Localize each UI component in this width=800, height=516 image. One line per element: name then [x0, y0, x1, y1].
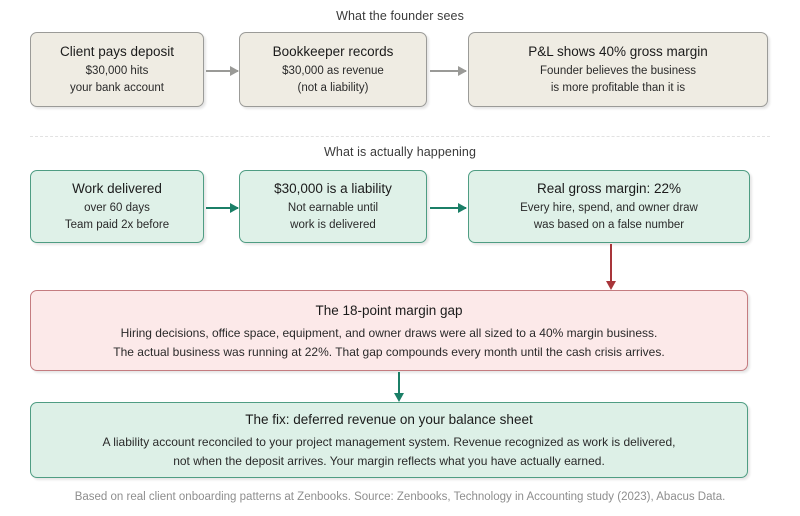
box-subline-1: over 60 days: [84, 202, 150, 214]
arrow-shaft: [610, 244, 612, 282]
arrow-head-icon: [606, 281, 616, 290]
box-headline: Bookkeeper records: [272, 44, 394, 59]
box-margin-gap: The 18-point margin gap Hiring decisions…: [30, 290, 748, 371]
box-subline-2: (not a liability): [297, 82, 369, 94]
box-client-pays-deposit: Client pays deposit $30,000 hits your ba…: [30, 32, 204, 107]
box-headline: Work delivered: [72, 181, 162, 196]
box-subline-2: is more profitable than it is: [550, 82, 686, 94]
arrow-shaft: [430, 207, 466, 209]
box-subline-1: $30,000 hits: [85, 65, 149, 77]
box-headline: P&L shows 40% gross margin: [528, 44, 708, 59]
arrow-shaft: [206, 70, 238, 72]
box-subline-1: Every hire, spend, and owner draw: [520, 202, 698, 214]
arrow-head-icon: [394, 393, 404, 402]
box-subline-2: The actual business was running at 22%. …: [113, 344, 665, 359]
box-bookkeeper-records: Bookkeeper records $30,000 as revenue (n…: [239, 32, 427, 107]
section-caption-founder: What the founder sees: [336, 9, 464, 23]
section-divider: [30, 136, 770, 137]
arrow-right-founder-2: [430, 66, 467, 76]
source-footnote: Based on real client onboarding patterns…: [74, 491, 726, 503]
box-subline-2: was based on a false number: [533, 219, 685, 231]
box-subline-2: not when the deposit arrives. Your margi…: [173, 454, 605, 468]
box-work-delivered: Work delivered over 60 days Team paid 2x…: [30, 170, 204, 243]
arrow-head-icon: [458, 66, 467, 76]
box-headline: Real gross margin: 22%: [536, 181, 682, 196]
arrow-down-to-fix: [394, 372, 404, 402]
arrow-shaft: [430, 70, 466, 72]
arrow-shaft: [206, 207, 238, 209]
box-pl-shows-gross-margin: P&L shows 40% gross margin Founder belie…: [468, 32, 768, 107]
box-headline: Client pays deposit: [59, 44, 175, 59]
box-subline-1: $30,000 as revenue: [282, 65, 384, 77]
box-subline-2: work is delivered: [290, 219, 376, 231]
box-headline: The 18-point margin gap: [315, 302, 463, 318]
arrow-right-actual-1: [206, 203, 239, 213]
box-subline-1: Not earnable until: [287, 202, 379, 214]
box-subline-2: Team paid 2x before: [64, 219, 170, 231]
box-subline-1: Founder believes the business: [540, 65, 696, 77]
arrow-head-icon: [230, 66, 239, 76]
arrow-right-founder-1: [206, 66, 239, 76]
arrow-head-icon: [458, 203, 467, 213]
box-headline: The fix: deferred revenue on your balanc…: [245, 412, 533, 427]
arrow-down-to-margin-gap: [606, 244, 616, 290]
section-caption-actual: What is actually happening: [324, 145, 476, 159]
box-the-fix: The fix: deferred revenue on your balanc…: [30, 402, 748, 478]
box-subline-1: Hiring decisions, office space, equipmen…: [120, 325, 658, 340]
box-deposit-is-liability: $30,000 is a liability Not earnable unti…: [239, 170, 427, 243]
arrow-head-icon: [230, 203, 239, 213]
box-headline: $30,000 is a liability: [274, 181, 392, 196]
box-subline-2: your bank account: [70, 82, 164, 94]
box-real-gross-margin: Real gross margin: 22% Every hire, spend…: [468, 170, 750, 243]
box-subline-1: A liability account reconciled to your p…: [102, 435, 676, 449]
arrow-right-actual-2: [430, 203, 467, 213]
arrow-shaft: [398, 372, 400, 394]
